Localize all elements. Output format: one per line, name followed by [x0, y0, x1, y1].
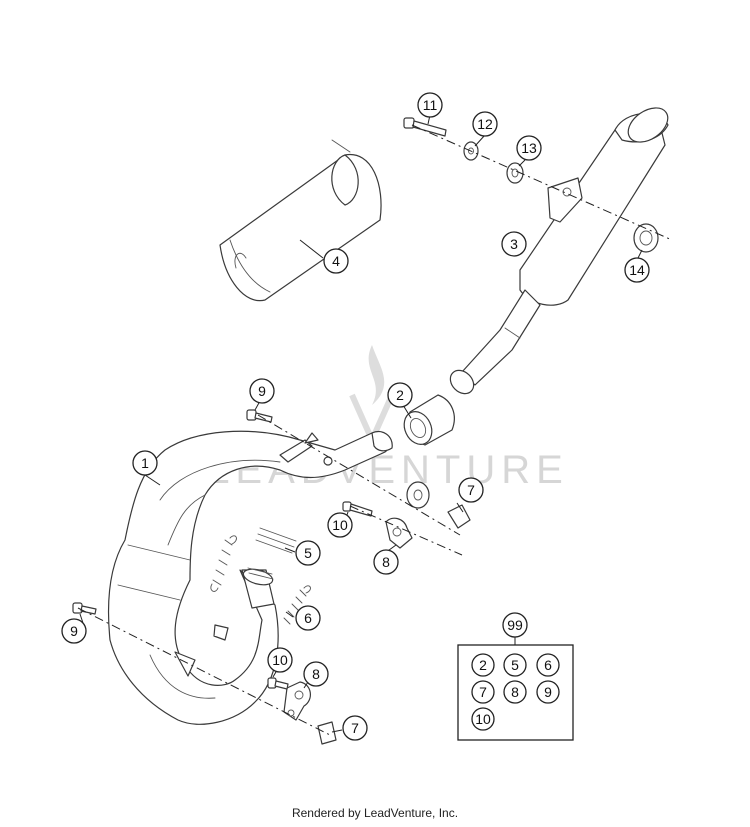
callout-9-upper[interactable]: 9	[249, 378, 275, 404]
svg-text:2: 2	[479, 657, 487, 673]
kit-item-5[interactable]: 5	[503, 653, 527, 677]
svg-text:13: 13	[521, 140, 537, 156]
part-1-exhaust-pipe	[107, 430, 393, 725]
callout-99[interactable]: 99	[502, 612, 528, 638]
svg-text:14: 14	[629, 262, 645, 278]
svg-text:2: 2	[396, 387, 404, 403]
kit-item-9[interactable]: 9	[536, 680, 560, 704]
part-11-bolt	[403, 117, 447, 137]
svg-text:10: 10	[332, 517, 348, 533]
part-14-grommet	[633, 223, 659, 253]
callout-8-upper[interactable]: 8	[373, 549, 399, 575]
assembly-lines	[77, 124, 673, 736]
callout-7-lower[interactable]: 7	[342, 715, 368, 741]
part-9-lower-screw	[72, 602, 97, 615]
footer-credit: Rendered by LeadVenture, Inc.	[291, 806, 459, 820]
kit-item-10[interactable]: 10	[471, 707, 495, 731]
svg-text:9: 9	[258, 383, 266, 399]
callout-9-lower[interactable]: 9	[61, 618, 87, 644]
svg-text:9: 9	[544, 684, 552, 700]
part-damper-upper	[406, 481, 430, 509]
callout-13[interactable]: 13	[516, 135, 542, 161]
svg-text:12: 12	[477, 116, 493, 132]
part-13-bushing	[506, 162, 524, 184]
part-5-springs	[210, 527, 297, 592]
callout-8-lower[interactable]: 8	[303, 661, 329, 687]
svg-text:5: 5	[304, 545, 312, 561]
svg-text:7: 7	[479, 684, 487, 700]
callout-12[interactable]: 12	[472, 111, 498, 137]
part-6-spring	[283, 585, 311, 625]
svg-text:1: 1	[141, 455, 149, 471]
callout-11[interactable]: 11	[417, 92, 443, 118]
svg-text:10: 10	[475, 711, 491, 727]
callout-3[interactable]: 3	[501, 231, 527, 257]
callout-14[interactable]: 14	[624, 257, 650, 283]
svg-text:5: 5	[511, 657, 519, 673]
svg-text:6: 6	[544, 657, 552, 673]
part-2-rubber-sleeve	[403, 394, 455, 446]
callout-10-upper[interactable]: 10	[327, 512, 353, 538]
svg-text:9: 9	[70, 623, 78, 639]
svg-text:8: 8	[382, 554, 390, 570]
part-3-silencer	[449, 107, 669, 395]
kit-item-7[interactable]: 7	[471, 680, 495, 704]
svg-text:8: 8	[511, 684, 519, 700]
callout-6[interactable]: 6	[295, 605, 321, 631]
part-7-lower-clip	[317, 721, 337, 745]
callout-10-lower[interactable]: 10	[267, 647, 293, 673]
part-7-upper-clip	[447, 504, 471, 529]
kit-item-8[interactable]: 8	[503, 680, 527, 704]
callout-4[interactable]: 4	[323, 248, 349, 274]
kit-item-6[interactable]: 6	[536, 653, 560, 677]
callout-5[interactable]: 5	[295, 540, 321, 566]
svg-text:3: 3	[510, 236, 518, 252]
part-10-lower	[267, 677, 289, 690]
svg-text:7: 7	[351, 720, 359, 736]
svg-text:99: 99	[507, 617, 523, 633]
svg-text:4: 4	[332, 253, 340, 269]
kit-item-2[interactable]: 2	[471, 653, 495, 677]
svg-text:7: 7	[467, 482, 475, 498]
part-4-heat-wrap	[219, 139, 382, 302]
kit-box	[457, 644, 574, 741]
callout-1[interactable]: 1	[132, 450, 158, 476]
part-8-lower	[283, 681, 311, 721]
callout-2[interactable]: 2	[387, 382, 413, 408]
part-8-upper	[385, 517, 413, 549]
svg-text:11: 11	[423, 97, 438, 113]
svg-text:6: 6	[304, 610, 312, 626]
callout-7-upper[interactable]: 7	[458, 477, 484, 503]
svg-text:10: 10	[272, 652, 288, 668]
svg-text:8: 8	[312, 666, 320, 682]
